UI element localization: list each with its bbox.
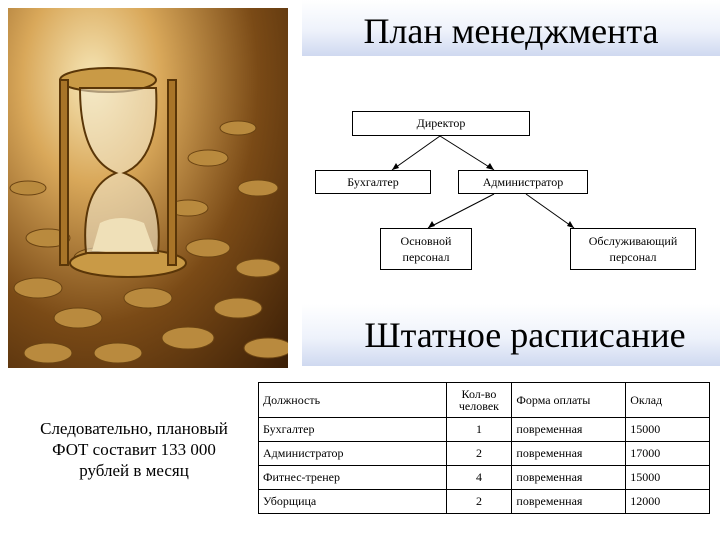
table-row: Уборщица 2 повременная 12000	[259, 490, 710, 514]
hourglass-coins-photo	[8, 8, 288, 368]
org-box-service-staff: Обслуживающий персонал	[570, 228, 696, 270]
org-box-administrator: Администратор	[458, 170, 588, 194]
org-label-director: Директор	[417, 116, 466, 130]
conclusion-text: Следовательно, плановый ФОТ составит 133…	[26, 418, 242, 481]
connector-admin-main-staff	[428, 194, 494, 228]
table-header-row: Должность Кол-во человек Форма оплаты Ок…	[259, 383, 710, 418]
cell-count: 2	[446, 490, 512, 514]
table-row: Бухгалтер 1 повременная 15000	[259, 418, 710, 442]
arrowhead-administrator	[486, 163, 494, 170]
page-title: План менеджмента	[302, 6, 720, 56]
cell-payment: повременная	[512, 466, 626, 490]
cell-payment: повременная	[512, 442, 626, 466]
cell-position: Уборщица	[259, 490, 447, 514]
header-count: Кол-во человек	[446, 383, 512, 418]
org-label-main-staff-1: Основной	[381, 233, 471, 249]
cell-salary: 17000	[626, 442, 710, 466]
cell-position: Администратор	[259, 442, 447, 466]
table-row: Администратор 2 повременная 17000	[259, 442, 710, 466]
staffing-table: Должность Кол-во человек Форма оплаты Ок…	[258, 382, 710, 514]
connector-director-administrator	[440, 136, 494, 170]
org-box-main-staff: Основной персонал	[380, 228, 472, 270]
table-row: Фитнес-тренер 4 повременная 15000	[259, 466, 710, 490]
org-box-accountant: Бухгалтер	[315, 170, 431, 194]
cell-position: Фитнес-тренер	[259, 466, 447, 490]
header-payment: Форма оплаты	[512, 383, 626, 418]
cell-count: 4	[446, 466, 512, 490]
staffing-title: Штатное расписание	[330, 308, 720, 362]
cell-salary: 15000	[626, 418, 710, 442]
cell-payment: повременная	[512, 418, 626, 442]
arrowhead-accountant	[392, 163, 399, 170]
header-salary: Оклад	[626, 383, 710, 418]
cell-position: Бухгалтер	[259, 418, 447, 442]
cell-salary: 12000	[626, 490, 710, 514]
org-label-service-staff-2: персонал	[571, 249, 695, 265]
conclusion-line-2: ФОТ составит 133 000	[26, 439, 242, 460]
cell-count: 2	[446, 442, 512, 466]
arrowhead-service-staff	[567, 221, 574, 228]
header-count-line-2: человек	[451, 400, 508, 412]
arrowhead-main-staff	[428, 221, 435, 228]
cell-salary: 15000	[626, 466, 710, 490]
org-label-main-staff-2: персонал	[381, 249, 471, 265]
org-label-accountant: Бухгалтер	[347, 175, 399, 189]
cell-payment: повременная	[512, 490, 626, 514]
org-label-administrator: Администратор	[483, 175, 563, 189]
conclusion-line-1: Следовательно, плановый	[26, 418, 242, 439]
org-label-service-staff-1: Обслуживающий	[571, 233, 695, 249]
conclusion-line-3: рублей в месяц	[26, 460, 242, 481]
header-position: Должность	[259, 383, 447, 418]
connector-director-accountant	[392, 136, 440, 170]
hourglass-icon	[8, 8, 288, 368]
cell-count: 1	[446, 418, 512, 442]
org-box-director: Директор	[352, 111, 530, 136]
connector-admin-service-staff	[526, 194, 574, 228]
